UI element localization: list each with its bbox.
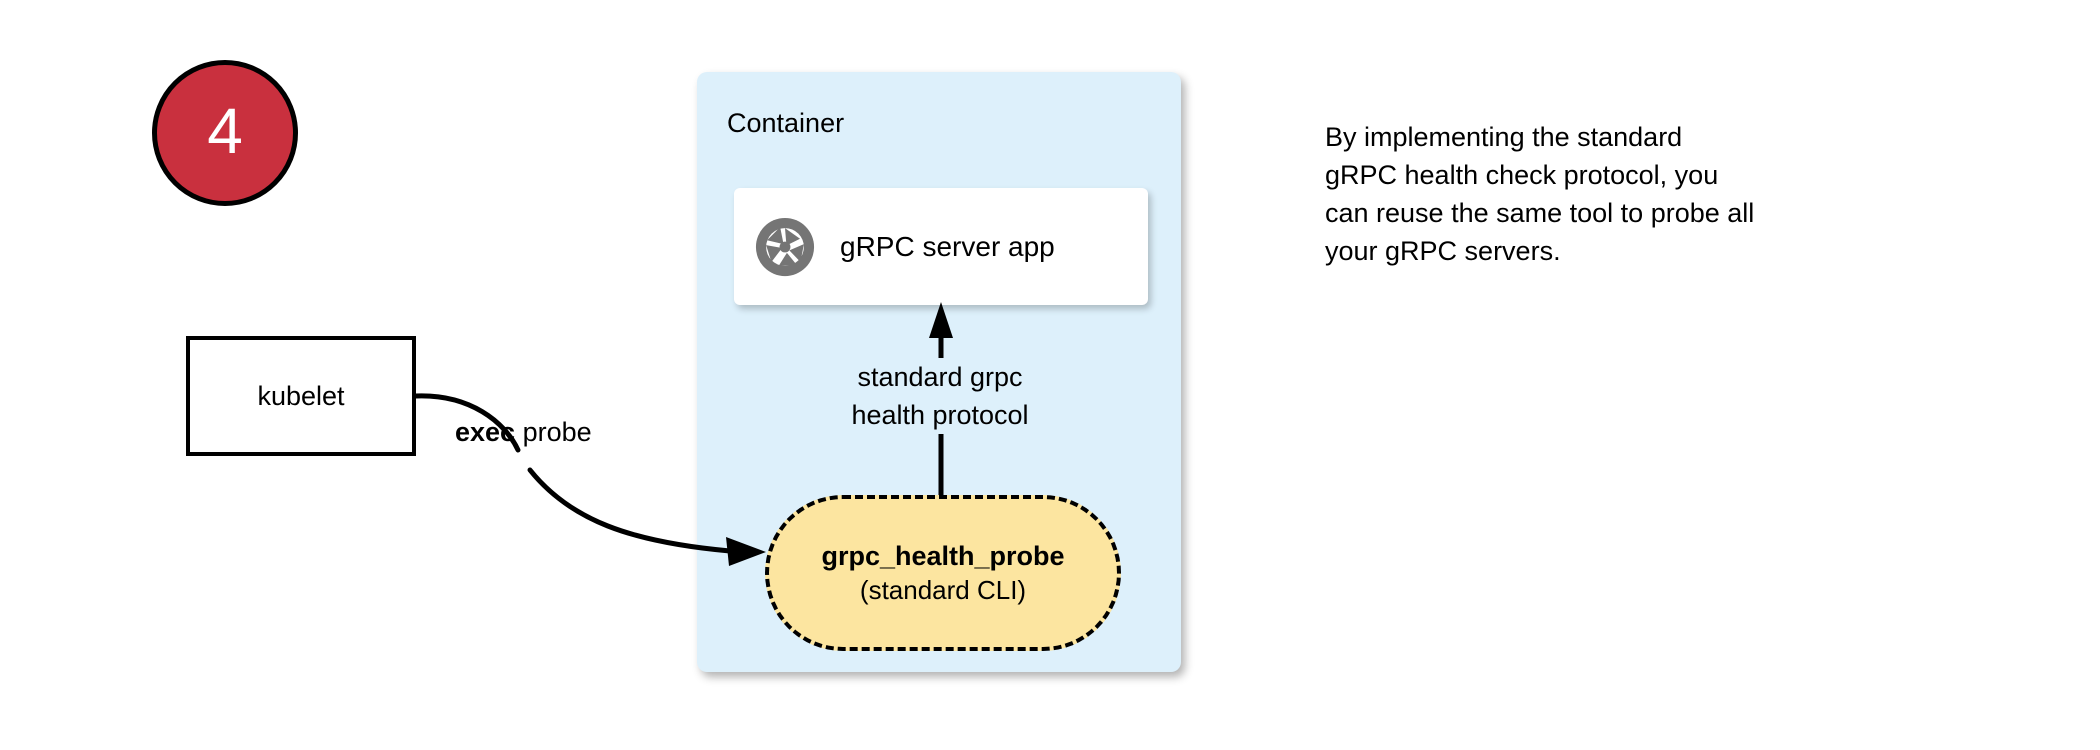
note-line: By implementing the standard [1325,122,1683,152]
note-line: your gRPC servers. [1325,236,1561,266]
kubelet-label: kubelet [257,381,345,411]
protocol-edge-label-line1: standard grpc [740,358,1140,396]
aperture-icon [755,217,815,276]
exec-probe-label: exec probe [455,415,592,449]
exec-probe-arrow [413,393,766,566]
step-number-label: 4 [207,95,243,167]
step-number-badge: 4 [152,60,298,206]
protocol-edge-label: standard grpc health protocol [740,358,1140,434]
grpc-health-probe-title: grpc_health_probe [821,541,1065,571]
protocol-edge-label-line2: health protocol [740,396,1140,434]
kubelet-node: kubelet [186,336,416,456]
grpc-health-probe-node: grpc_health_probe (standard CLI) [765,495,1121,651]
note-line: can reuse the same tool to probe all [1325,198,1755,228]
container-label: Container [727,108,845,138]
exec-probe-label-keyword: exec [455,417,516,447]
grpc-health-probe-subtitle: (standard CLI) [859,575,1027,605]
note-line: gRPC health check protocol, you [1325,160,1719,190]
exec-probe-label-rest: probe [515,417,592,447]
grpc-server-app-card: gRPC server app [734,188,1148,305]
explanatory-note: By implementing the standard gRPC health… [1325,118,1925,270]
grpc-server-app-label: gRPC server app [840,230,1055,262]
